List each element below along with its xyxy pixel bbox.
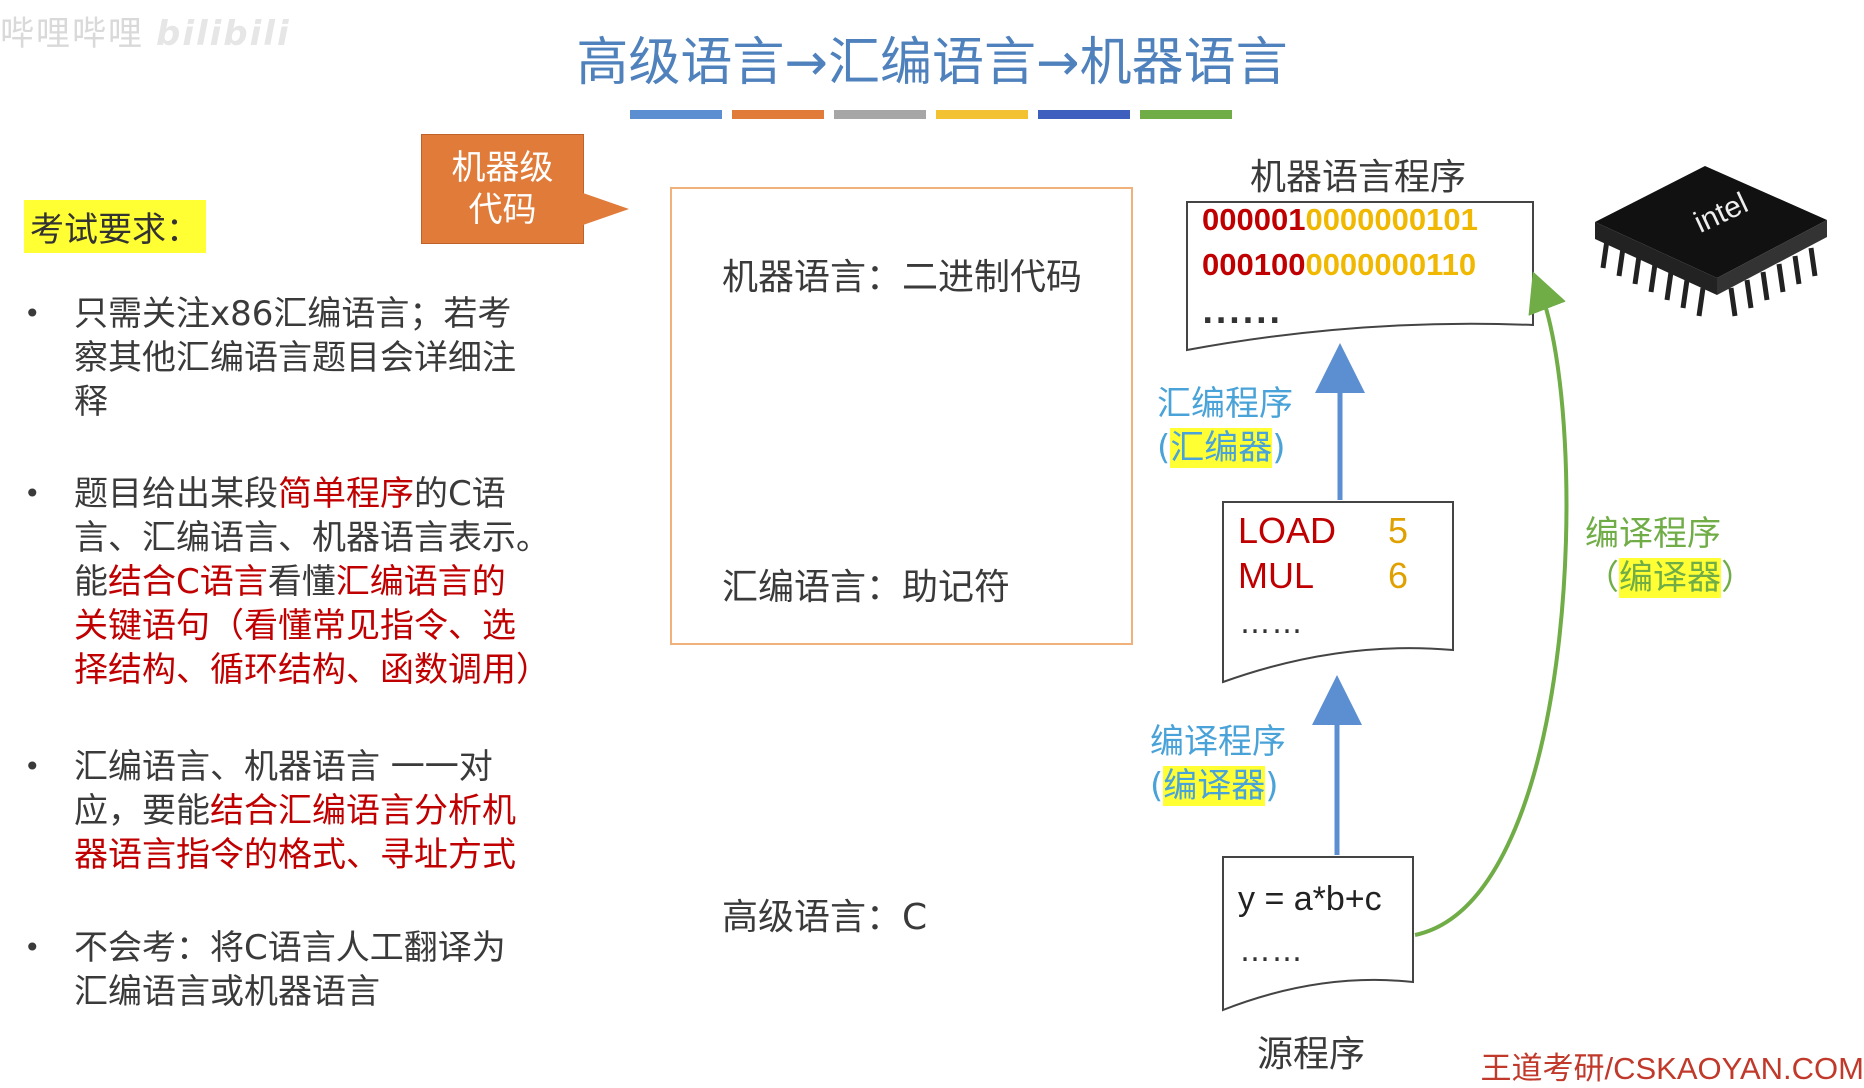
opcode-bits: 000100	[1202, 247, 1306, 282]
paren-close: )	[1265, 766, 1279, 806]
compiler-name: 编译器	[1619, 558, 1721, 598]
requirement-item: • 题目给出某段简单程序的C语 言、汇编语言、机器语言表示。 能结合C语言看懂汇…	[24, 472, 599, 692]
machine-program-title: 机器语言程序	[1250, 157, 1467, 198]
requirement-text: 汇编语言或机器语言	[74, 972, 380, 1012]
assembly-operand: 6	[1388, 555, 1409, 596]
operand-bits: 0000000110	[1305, 247, 1477, 282]
requirement-text: 察其他汇编语言题目会详细注	[74, 338, 516, 378]
assembly-operand: 5	[1388, 510, 1409, 551]
source-program-caption: 源程序	[1257, 1034, 1366, 1075]
bullet-dot: •	[24, 477, 41, 510]
requirement-item: • 汇编语言、机器语言 一一对 应，要能结合汇编语言分析机 器语言指令的格式、寻…	[24, 745, 599, 877]
title-color-bar-6	[1140, 110, 1232, 119]
title-color-bar-3	[834, 110, 926, 119]
callout-line-2: 代码	[468, 190, 537, 230]
title-color-bar-2	[732, 110, 824, 119]
compile-step-label: 编译程序 (编译器)	[1150, 720, 1286, 808]
requirement-text: 题目给出某段	[74, 474, 278, 514]
title-color-bar-4	[936, 110, 1028, 119]
bullet-dot: •	[24, 931, 41, 964]
requirement-item: • 只需关注x86汇编语言；若考 察其他汇编语言题目会详细注 释	[24, 292, 599, 424]
assembly-mnemonic: MUL	[1238, 555, 1315, 596]
operand-bits: 0000000101	[1305, 202, 1478, 237]
bullet-dot: •	[24, 750, 41, 783]
watermark: 哔哩哔哩 bilibili	[0, 6, 291, 55]
direct-compile-arrow	[1414, 271, 1569, 937]
machine-code-ellipsis: ......	[1202, 296, 1283, 331]
machine-program-document	[1186, 201, 1534, 352]
requirement-item: • 不会考：将C语言人工翻译为 汇编语言或机器语言	[24, 926, 599, 1014]
requirement-emphasis: 结合汇编语言分析机	[210, 791, 516, 831]
bullet-dot: •	[24, 297, 41, 330]
requirement-text: 释	[74, 382, 108, 422]
requirement-text: 汇编语言、机器语言 一一对	[74, 747, 493, 787]
title-color-bar-5	[1038, 110, 1130, 119]
machine-level-code-callout: 机器级 代码	[421, 134, 584, 244]
requirement-emphasis: 器语言指令的格式、寻址方式	[74, 835, 516, 875]
high-level-language-level: 高级语言：C	[722, 897, 928, 938]
assembler-program-name: 汇编程序	[1157, 384, 1293, 424]
requirement-text: 不会考：将C语言人工翻译为	[74, 928, 506, 968]
language-levels-box	[670, 187, 1133, 645]
opcode-bits: 000001	[1202, 202, 1306, 237]
bilibili-logo: bilibili	[156, 14, 291, 54]
footer-brand: 王道考研/CSKAOYAN.COM	[1480, 1051, 1864, 1086]
assembly-program-document	[1222, 501, 1454, 684]
paren-open: (	[1150, 766, 1164, 806]
paren-open: (	[1157, 428, 1171, 468]
machine-code-line: 0000010000000101	[1202, 202, 1478, 238]
assembly-language-level: 汇编语言：助记符	[722, 567, 1011, 608]
assembly-line: MUL 6	[1238, 555, 1408, 597]
requirement-text: 言、汇编语言、机器语言表示。	[74, 518, 550, 558]
requirement-emphasis: 简单程序	[278, 474, 414, 514]
compiler-name: 编译器	[1163, 766, 1266, 806]
callout-line-1: 机器级	[451, 148, 554, 188]
compiler-program-name: 编译程序	[1585, 514, 1721, 554]
direct-compile-step-label: 编译程序 （编译器）	[1585, 512, 1755, 600]
callout-pointer	[583, 193, 629, 225]
paren-close: )	[1272, 428, 1286, 468]
assembly-mnemonic: LOAD	[1238, 510, 1337, 551]
source-program-document	[1222, 856, 1414, 1012]
requirement-text: 的C语	[414, 474, 506, 514]
source-code-line: y = a*b+c	[1238, 880, 1382, 918]
assembly-line: LOAD 5	[1238, 510, 1408, 552]
requirement-emphasis: 汇编语言的	[335, 562, 506, 602]
assembly-ellipsis: ……	[1240, 606, 1304, 641]
intel-chip-icon: intel	[1595, 166, 1827, 317]
assembler-name: 汇编器	[1170, 428, 1273, 468]
machine-code-line: 0001000000000110	[1202, 247, 1476, 283]
paren-open: （	[1585, 558, 1619, 598]
assemble-step-label: 汇编程序 (汇编器)	[1157, 382, 1293, 470]
requirement-text: 能	[74, 562, 108, 602]
requirement-emphasis: 关键语句（看懂常见指令、选	[74, 606, 516, 646]
requirements-label: 考试要求：	[24, 200, 206, 253]
requirement-emphasis: 结合C语言	[108, 562, 268, 602]
machine-language-level: 机器语言：二进制代码	[722, 257, 1083, 298]
requirement-emphasis: 择结构、循环结构、函数调用）	[74, 650, 550, 690]
source-code-ellipsis: ……	[1240, 934, 1304, 969]
requirement-text: 看懂	[267, 562, 336, 602]
slide-title: 高级语言→汇编语言→机器语言	[576, 33, 1288, 93]
title-color-bar-1	[630, 110, 722, 119]
paren-close: ）	[1721, 558, 1755, 598]
watermark-text: 哔哩哔哩	[0, 14, 144, 54]
requirement-text: 应，要能	[74, 791, 210, 831]
compiler-program-name: 编译程序	[1150, 722, 1286, 762]
requirement-text: 只需关注x86汇编语言；若考	[74, 294, 512, 334]
